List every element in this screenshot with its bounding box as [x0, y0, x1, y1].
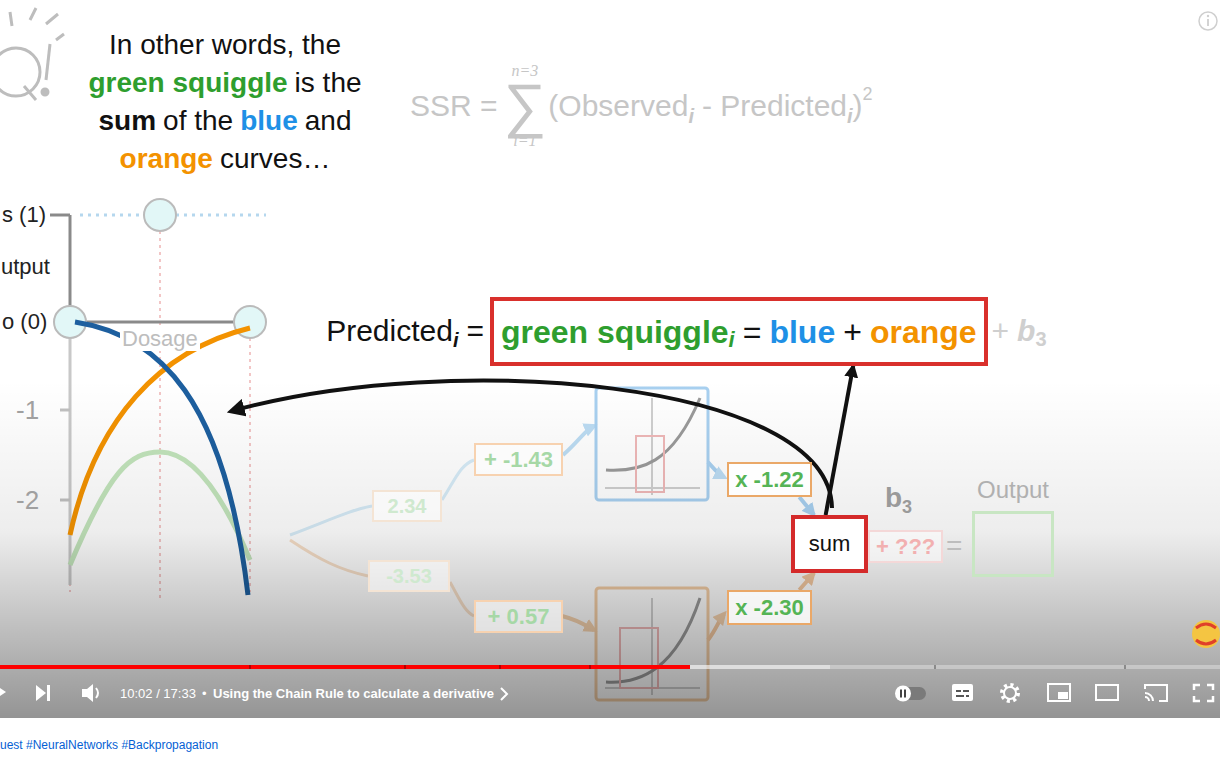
box-text: sum	[809, 533, 851, 555]
bias-box: + ???	[868, 530, 943, 563]
bias-symbol: b	[885, 484, 902, 512]
title-line: orangecurves…	[0, 145, 450, 173]
sum-box: sum	[791, 515, 868, 573]
bias-label: b3	[885, 484, 912, 512]
box-text: 2.34	[388, 496, 427, 516]
weight-box: x -1.22	[727, 462, 812, 497]
equation-text: =	[466, 316, 484, 346]
sigma-column: n=3∑i=1	[504, 63, 547, 149]
bias-box: + -1.43	[474, 443, 563, 476]
title-text: blue	[240, 105, 298, 136]
axis-label: utput	[1, 256, 50, 278]
box-text: x -1.22	[735, 469, 804, 491]
sum-limit: n=3	[512, 63, 539, 79]
axis-label: s (1)	[2, 204, 46, 226]
weight-box: x -2.30	[727, 590, 812, 625]
title-text: curves…	[220, 143, 330, 174]
axis-label: Dosage	[120, 327, 200, 351]
superscript: 2	[863, 85, 873, 103]
subscript: i	[453, 330, 459, 350]
equals-sign: =	[946, 532, 962, 560]
title-text: of the	[163, 105, 233, 136]
box-text: blue	[769, 316, 835, 348]
weight-box: -3.53	[368, 560, 450, 592]
bias-symbol: b	[1017, 316, 1035, 346]
box-text: i	[729, 329, 735, 351]
tick-label: -2	[16, 487, 39, 513]
box-text: =	[743, 316, 762, 348]
title-text: green squiggle	[88, 67, 287, 98]
formula-text: SSR =	[410, 91, 498, 121]
highlight-box: green squigglei =blue+orange	[490, 297, 988, 366]
equation-group: Predictedi =	[326, 309, 486, 353]
sum-limit: i=1	[513, 133, 536, 149]
box-text: -3.53	[386, 566, 432, 586]
box-text: + 0.57	[488, 606, 550, 628]
video-time: 10:02 / 17:33	[120, 687, 196, 700]
title-text: and	[305, 105, 352, 136]
chevron-icon	[499, 687, 509, 701]
output-box: Output	[972, 511, 1054, 577]
logo	[0, 8, 64, 100]
equation-text: +	[992, 316, 1010, 346]
sigma-symbol: ∑	[504, 79, 547, 133]
hashtags: uest #NeuralNetworks #Backpropagation	[0, 739, 218, 751]
channel-logo	[1192, 620, 1220, 648]
title-text: sum	[99, 105, 157, 136]
axis-label: o (0)	[2, 311, 47, 333]
title-text: In other words, the	[109, 29, 341, 60]
box-text: green squiggle	[501, 316, 729, 348]
subscript: i	[847, 106, 853, 126]
info-icon	[1199, 12, 1217, 30]
box-text: +	[843, 316, 862, 348]
formula-text: - Predicted	[702, 91, 847, 121]
equation-text: Predicted	[326, 316, 453, 346]
title-line: green squiggle is the	[0, 69, 450, 97]
box-heading: Output	[977, 478, 1049, 502]
subscript: 3	[1035, 329, 1046, 349]
formula-group: SSR =n=3∑i=1(Observedi- Predictedi)2	[410, 56, 873, 156]
title-text: is the	[295, 67, 362, 98]
box-text: orange	[870, 316, 977, 348]
chapter-title: Using the Chain Rule to calculate a deri…	[213, 687, 494, 700]
formula-text: )	[853, 91, 863, 121]
weight-box: 2.34	[372, 490, 442, 522]
equation-group: +b3	[992, 309, 1047, 353]
box-text: + -1.43	[484, 449, 553, 471]
subscript: 3	[902, 498, 912, 516]
box-text: x -2.30	[735, 597, 804, 619]
title-line: In other words, the	[0, 31, 450, 59]
formula-text: (Observed	[548, 91, 688, 121]
title-line: sumof theblueand	[0, 107, 450, 135]
subscript: i	[688, 106, 694, 126]
tick-label: -1	[16, 397, 39, 423]
title-text: orange	[120, 143, 213, 174]
box-text: + ???	[876, 536, 935, 558]
bias-box: + 0.57	[474, 600, 563, 633]
control-icons	[0, 684, 1213, 702]
separator: •	[202, 687, 207, 700]
